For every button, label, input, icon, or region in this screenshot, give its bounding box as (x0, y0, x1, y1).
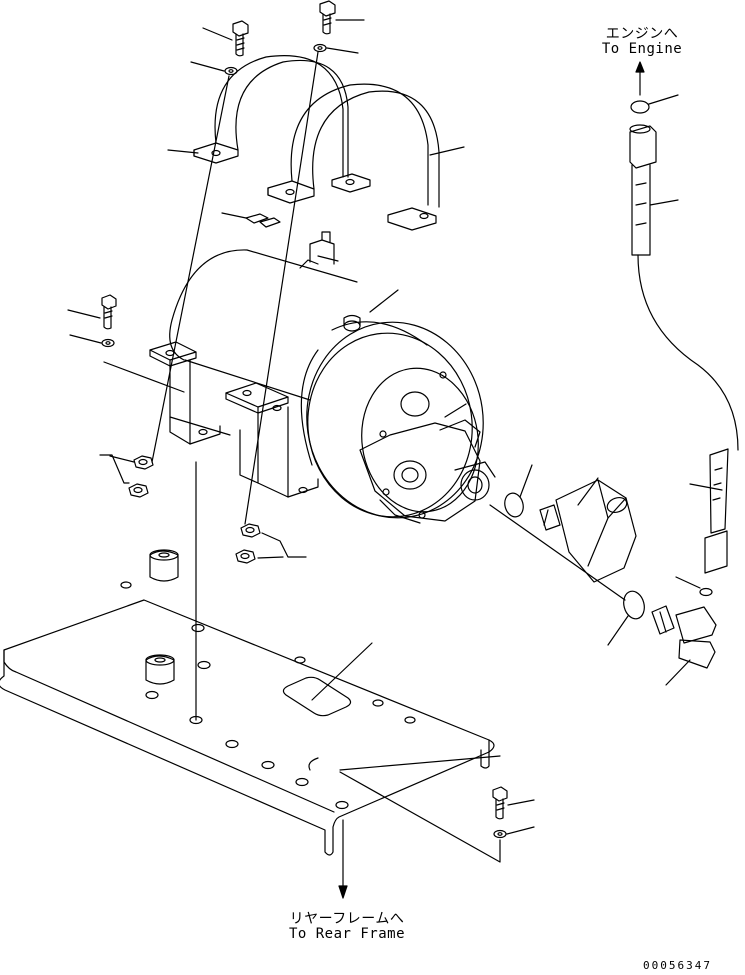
leader-washer-top-left (190, 61, 225, 72)
leader-base-plate (311, 642, 373, 701)
nut-left-2 (128, 483, 149, 498)
to-rear-frame-label: リヤーフレームへ To Rear Frame (272, 912, 422, 942)
washer-bottom (493, 829, 507, 839)
o-ring-1 (504, 492, 524, 518)
pump-motor (169, 231, 496, 524)
to-engine-english: To Engine (601, 41, 683, 57)
leader-o-ring-1 (519, 464, 533, 498)
leader-nuts-left (99, 454, 130, 484)
elbow-fitting-1 (539, 479, 637, 583)
nut-right-2 (235, 549, 256, 564)
leader-washer-side (69, 334, 102, 344)
leader-nuts-right (261, 532, 307, 558)
leader-clamp-right (429, 146, 465, 156)
o-ring-3 (699, 587, 713, 597)
to-rear-frame-japanese: リヤーフレームへ (289, 911, 405, 927)
o-ring-top (630, 100, 650, 114)
nut-right-1 (240, 523, 261, 538)
axis-right (244, 51, 319, 525)
leader-bolt-side (67, 309, 101, 319)
to-engine-japanese: エンジンへ (605, 26, 679, 42)
base-plate (0, 549, 501, 856)
bolt-top-left (232, 20, 249, 57)
bracket-right (225, 382, 319, 498)
bolt-bottom (492, 786, 508, 820)
leader-washer-top-right (326, 47, 359, 54)
leader-elbow-2 (665, 659, 691, 686)
bolt-side (101, 294, 117, 330)
leader-hose-end (689, 483, 723, 491)
hose (629, 124, 739, 451)
nut-left-1 (133, 455, 154, 470)
washer-side (101, 338, 115, 348)
o-ring-2 (623, 590, 645, 620)
leader-elbow-1 (577, 477, 599, 506)
bolt-top-right (319, 0, 336, 35)
leader-pump-head (444, 403, 467, 418)
washer-top-right (313, 43, 327, 53)
leader-o-ring-top (648, 94, 679, 105)
leader-motor (369, 289, 399, 313)
leader-washer-bottom (506, 826, 535, 835)
axis-pump-outlet (489, 504, 626, 601)
hose-lower-end (704, 448, 729, 574)
elbow-fitting-2 (651, 605, 717, 669)
leader-clamp-left (167, 149, 199, 154)
to-engine-label: エンジンへ To Engine (592, 27, 692, 57)
arrow-to-rear-frame (338, 819, 348, 899)
axis-bottom (339, 771, 501, 863)
bracket-left (149, 341, 221, 445)
axis-side-left (103, 361, 185, 393)
leader-o-ring-2 (607, 615, 629, 646)
u-clamp-right (267, 83, 440, 231)
to-rear-frame-english: To Rear Frame (288, 926, 406, 942)
clip (221, 212, 281, 228)
leader-bolt-top-left (202, 27, 233, 41)
u-clamp-left (193, 55, 371, 193)
leader-hose (649, 199, 679, 206)
drawing-number: 00056347 (643, 959, 712, 972)
leader-o-ring-3 (675, 576, 701, 589)
leader-bolt-bottom (507, 799, 535, 806)
arrow-to-engine (635, 61, 645, 96)
motor-terminal (309, 239, 335, 265)
